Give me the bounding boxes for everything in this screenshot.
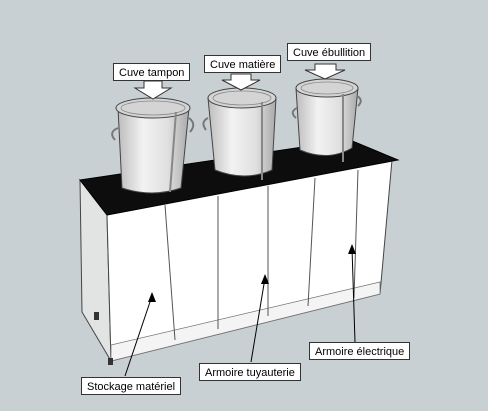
leader-tuyauterie (250, 274, 269, 363)
tank-cuve-tampon (111, 97, 195, 194)
door-seam-4 (307, 177, 316, 307)
tank-cuve-matiere (202, 87, 277, 180)
cabinet-base (110, 281, 381, 362)
label-armoire-tuyauterie: Armoire tuyauterie (199, 363, 301, 381)
cabinet-foot-front (108, 358, 113, 365)
door-seam-5 (353, 169, 359, 299)
label-cuve-matiere: Cuve matière (204, 55, 282, 73)
leader-electrique (348, 244, 356, 343)
label-stockage-materiel: Stockage matériel (81, 377, 182, 395)
arrow-cuve-ebullition (304, 63, 346, 80)
label-cuve-ebullition: Cuve ébullition (287, 43, 372, 61)
arrow-cuve-tampon (133, 80, 173, 100)
cabinet (79, 139, 400, 365)
arrow-cuve-matiere (221, 73, 261, 91)
leader-stockage (124, 292, 156, 377)
door-seam-1 (164, 204, 176, 341)
label-armoire-electrique: Armoire électrique (309, 342, 411, 360)
label-cuve-tampon: Cuve tampon (113, 63, 191, 81)
cabinet-foot-left (94, 312, 99, 320)
tank-cuve-ebullition (291, 78, 362, 162)
